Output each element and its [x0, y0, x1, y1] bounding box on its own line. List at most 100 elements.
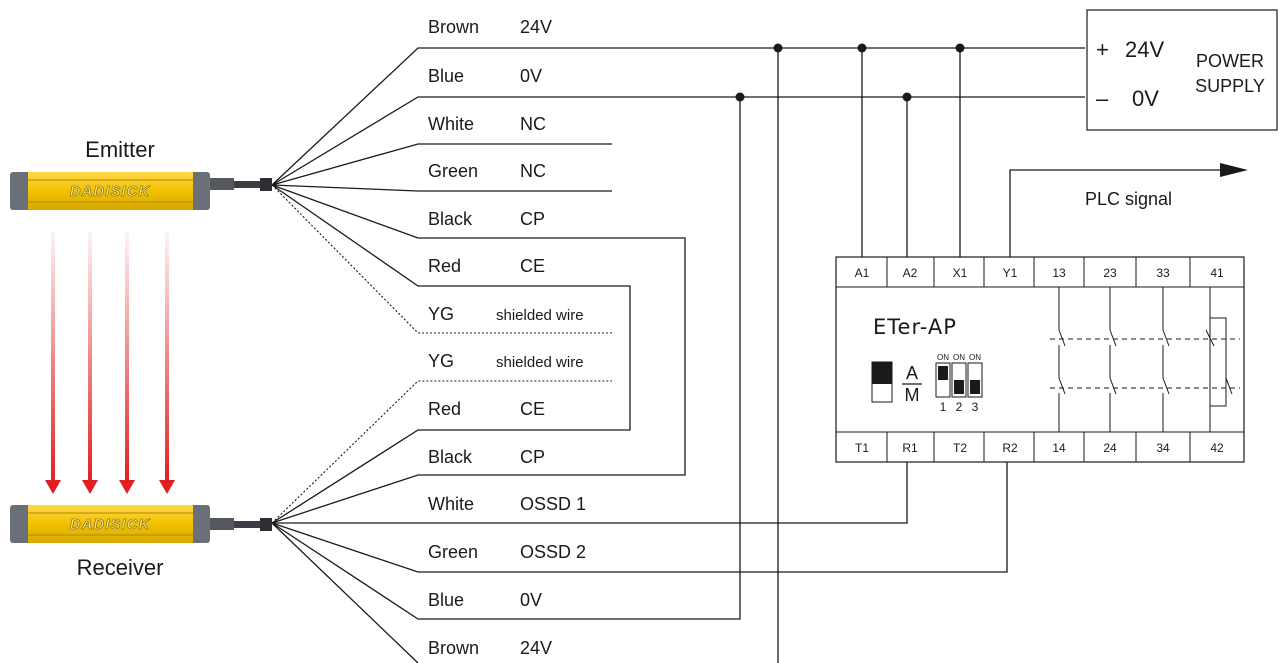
emitter-wire-yg: [271, 184, 612, 334]
emitter-sensor: Emitter DADISICK: [10, 137, 272, 210]
wire-signal-label: CP: [520, 209, 545, 229]
wire-signal-label: NC: [520, 114, 546, 134]
emitter-connector: [260, 178, 272, 191]
terminal-33: 33: [1156, 266, 1170, 280]
wire-color-label: YG: [428, 304, 454, 324]
emitter-housing: [28, 172, 193, 210]
light-beams: [45, 232, 175, 494]
power-supply-title: SUPPLY: [1195, 76, 1265, 96]
terminal-a2: A2: [903, 266, 918, 280]
emitter-wire-white: [271, 143, 612, 186]
wire-signal-label: CP: [520, 447, 545, 467]
wire-signal-label: NC: [520, 161, 546, 181]
receiver-label: Receiver: [77, 555, 164, 580]
emitter-wire-blue: [271, 96, 1085, 186]
junction-dot: [857, 43, 867, 53]
wire-color-label: Blue: [428, 66, 464, 86]
dip-number: 2: [956, 400, 963, 414]
dip-number: 3: [972, 400, 979, 414]
receiver-wire-yg: [271, 380, 612, 524]
wire-signal-label: CE: [520, 399, 545, 419]
terminal-a1: A1: [855, 266, 870, 280]
terminal-t1: T1: [855, 441, 869, 455]
emitter-brand-logo: DADISICK: [70, 183, 151, 200]
terminal-14: 14: [1052, 441, 1066, 455]
relay-contacts: [1050, 287, 1240, 432]
terminal-41: 41: [1210, 266, 1224, 280]
dip-switches: ON ON ON 1 2 3: [935, 353, 983, 414]
receiver-wire-brown: [271, 522, 419, 663]
terminal-34: 34: [1156, 441, 1170, 455]
receiver-connector: [260, 518, 272, 531]
wire-color-label: Green: [428, 542, 478, 562]
wire-signal-label: 0V: [520, 590, 542, 610]
safety-relay: A1 A2 X1 Y1 13 23 33 41 T1 R1 T2 R2 14 2…: [835, 256, 1245, 463]
wire-color-label: Blue: [428, 590, 464, 610]
terminal-42: 42: [1210, 441, 1224, 455]
terminal-x1: X1: [953, 266, 968, 280]
relay-housing: [835, 256, 1245, 463]
plc-signal-output: PLC signal: [1009, 163, 1248, 257]
wire-color-label: Black: [428, 209, 473, 229]
minus-value: 0V: [1132, 86, 1159, 111]
emitter-wire-brown: [271, 47, 1085, 186]
emitter-wire-labels: Brown 24V Blue 0V White NC Green NC Blac…: [428, 17, 584, 324]
wire-signal-label: shielded wire: [496, 354, 584, 371]
wire-color-label: Brown: [428, 17, 479, 37]
terminal-r2: R2: [1002, 441, 1018, 455]
plc-signal-label: PLC signal: [1085, 189, 1172, 209]
beam-4: [165, 232, 169, 482]
dip-number: 1: [940, 400, 947, 414]
power-supply: + 24V – 0V POWER SUPPLY: [1086, 9, 1278, 131]
beam-2: [88, 232, 92, 482]
mode-auto-label: A: [906, 363, 918, 383]
wire-color-label: Brown: [428, 638, 479, 658]
terminal-y1: Y1: [1003, 266, 1018, 280]
emitter-wire-green: [271, 184, 612, 192]
wire-color-label: YG: [428, 351, 454, 371]
wire-signal-label: OSSD 2: [520, 542, 586, 562]
terminal-24: 24: [1103, 441, 1117, 455]
terminal-23: 23: [1103, 266, 1117, 280]
terminal-r1: R1: [902, 441, 918, 455]
cp-link-wire: [271, 184, 686, 524]
junction-dot: [773, 43, 783, 53]
plus-value: 24V: [1125, 37, 1164, 62]
plus-sign: +: [1096, 37, 1109, 62]
ce-link-wire: [271, 184, 631, 524]
wire-signal-label: 24V: [520, 638, 552, 658]
wire-color-label: Red: [428, 399, 461, 419]
beam-1: [51, 232, 55, 482]
junction-dot: [955, 43, 965, 53]
mode-manual-label: M: [905, 385, 920, 405]
power-supply-box: [1086, 9, 1278, 131]
dip-on-label: ON: [937, 353, 949, 362]
wire-signal-label: shielded wire: [496, 307, 584, 324]
wire-signal-label: 24V: [520, 17, 552, 37]
arrow-icon: [1220, 163, 1248, 177]
wire-color-label: Black: [428, 447, 473, 467]
wire-color-label: White: [428, 114, 474, 134]
minus-sign: –: [1096, 86, 1109, 111]
emitter-wire-fan: [271, 47, 1085, 524]
terminal-13: 13: [1052, 266, 1066, 280]
receiver-brand-logo: DADISICK: [70, 516, 151, 533]
wire-signal-label: OSSD 1: [520, 494, 586, 514]
wire-color-label: Green: [428, 161, 478, 181]
plc-signal-wire: [1009, 169, 1222, 257]
emitter-label: Emitter: [85, 137, 155, 162]
wire-color-label: Red: [428, 256, 461, 276]
receiver-sensor: DADISICK Receiver: [10, 505, 272, 580]
beam-3: [125, 232, 129, 482]
receiver-wire-blue: [271, 97, 741, 620]
ossd2-wire: [271, 462, 1008, 573]
mode-switch: A M: [871, 361, 922, 405]
receiver-wire-fan: [271, 97, 1008, 663]
power-distribution: [735, 43, 965, 663]
terminal-t2: T2: [953, 441, 967, 455]
relay-model: ETer-AP: [873, 315, 957, 339]
dip-on-label: ON: [953, 353, 965, 362]
junction-dot: [902, 92, 912, 102]
receiver-housing: [28, 505, 193, 543]
